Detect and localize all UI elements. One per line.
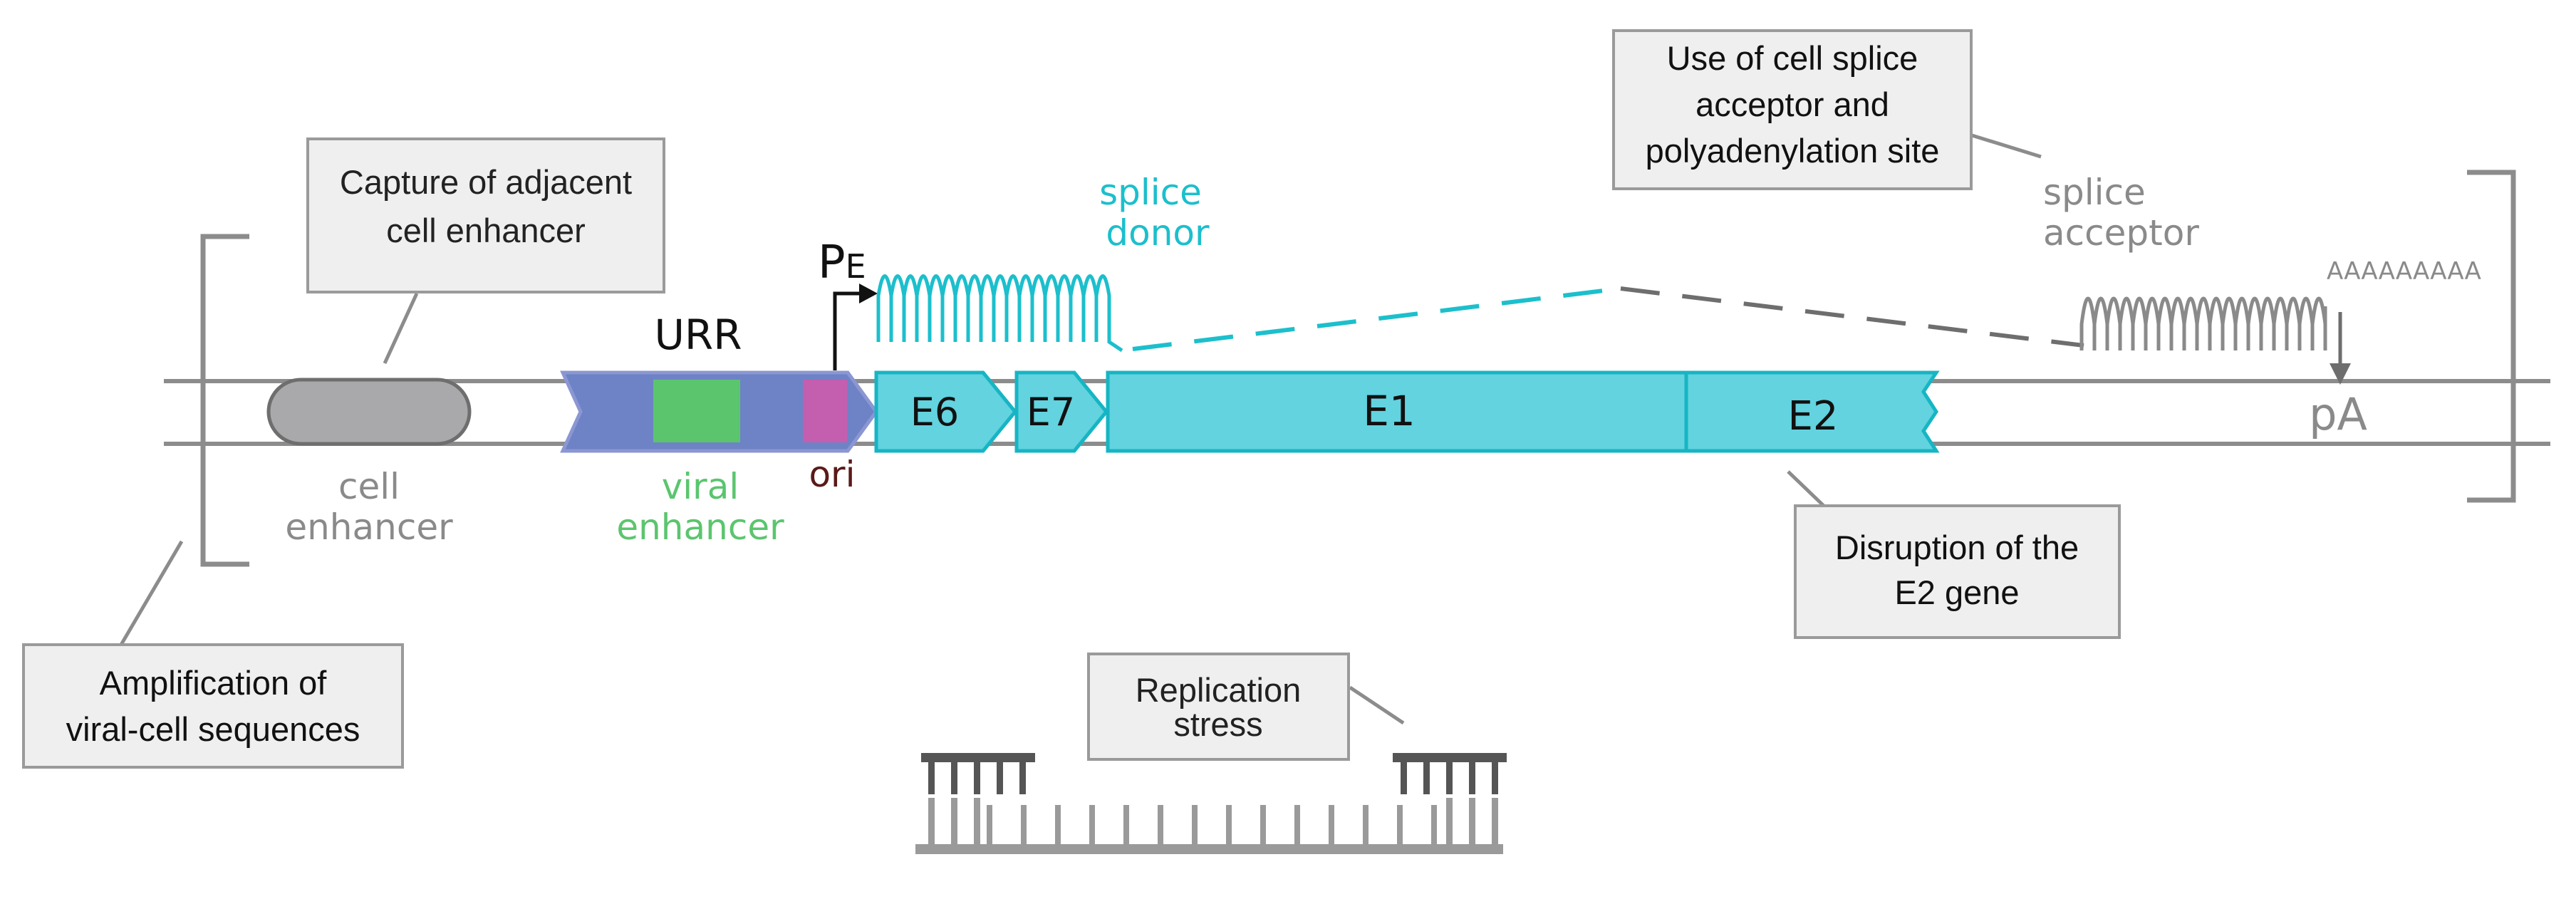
viral-genes: E6 E7 E1 E2: [874, 370, 1940, 453]
callout-splice-line1: Use of cell splice: [1667, 39, 1918, 77]
amplification-right-bracket: [2467, 170, 2516, 503]
replication-right-fork-rung: [1492, 762, 1498, 794]
promoter-arrow-stem: [833, 291, 861, 370]
callout-amplification-line2: viral-cell sequences: [66, 710, 360, 748]
replication-bottom-strand: [915, 844, 1503, 854]
viral-enhancer-block: [653, 380, 740, 442]
gene-e6-arrow: [874, 370, 1018, 453]
replication-rung: [1158, 805, 1163, 844]
replication-rung: [1260, 805, 1266, 844]
replication-right-fork-rung: [1401, 762, 1407, 794]
splice-acceptor-label-line2: acceptor: [2043, 212, 2199, 254]
cell-enhancer-label-line2: enhancer: [285, 506, 453, 548]
viral-enhancer-label-line2: enhancer: [616, 506, 784, 548]
callout-box: [1612, 29, 1973, 190]
ori-block: [803, 380, 847, 442]
splice-acceptor-wave: [2079, 296, 2327, 350]
gene-e2-truncated: [1684, 370, 1940, 453]
replication-rung: [987, 805, 992, 844]
replication-left-fork-strand: [921, 753, 1035, 762]
callout-box: [1087, 653, 1350, 761]
callout-e2-line1: Disruption of the: [1835, 529, 2079, 566]
e2-disruption-callout-leader: [1787, 470, 1825, 507]
splice-callout-leader: [1971, 133, 2042, 159]
splice-junction-cellular: [1620, 286, 2084, 348]
amplification-left-bracket: [200, 234, 249, 567]
splice-donor-label-line1: splice: [1099, 172, 1202, 213]
polya-tail-label: AAAAAAAAA: [2327, 257, 2481, 286]
replication-rung: [1363, 805, 1368, 844]
replication-left-fork-lower-rung: [951, 798, 957, 844]
replication-right-fork-lower-rung: [1492, 798, 1498, 844]
callout-splice-line2: acceptor and: [1695, 85, 1889, 123]
callout-amplification: Amplification of viral-cell sequences: [22, 643, 404, 769]
splice-junction-viral: [1132, 286, 1621, 351]
gene-e2-label: E2: [1787, 393, 1838, 440]
replication-right-fork-lower-rung: [1469, 798, 1475, 844]
splice-donor-wave: [876, 274, 1123, 353]
promoter-label-sub: E: [846, 247, 866, 286]
callout-amplification-line1: Amplification of: [100, 664, 328, 702]
cell-enhancer-label-line1: cell: [338, 466, 400, 507]
replication-rung: [1123, 805, 1129, 844]
pa-label: pA: [2309, 388, 2367, 440]
splice-donor-label-line2: donor: [1106, 212, 1210, 254]
replication-rung: [1192, 805, 1198, 844]
callout-replication-stress: Replication stress: [1087, 653, 1350, 761]
capture-callout-leader: [383, 292, 419, 365]
replication-rung: [1226, 805, 1232, 844]
callout-splice-line3: polyadenylation site: [1646, 132, 1940, 170]
cell-enhancer-shape: [266, 378, 472, 446]
replication-rung: [1055, 805, 1061, 844]
replication-left-fork-rung: [997, 762, 1003, 794]
polya-site-arrow-head: [2330, 363, 2351, 385]
replication-left-fork-rung: [951, 762, 957, 794]
callout-splice-acceptor-use: Use of cell splice acceptor and polyaden…: [1612, 29, 1973, 190]
callout-capture-enhancer: Capture of adjacent cell enhancer: [306, 137, 665, 293]
callout-e2-disruption: Disruption of the E2 gene: [1794, 504, 2121, 639]
urr-label: URR: [654, 311, 742, 359]
callout-e2-line2: E2 gene: [1894, 573, 2019, 611]
gene-e1-label: E1: [1363, 387, 1416, 435]
replication-right-fork-rung: [1469, 762, 1475, 794]
callout-box: [22, 643, 404, 769]
ori-label: ori: [809, 454, 855, 495]
replication-rung: [1021, 805, 1027, 844]
gene-e6-label: E6: [910, 390, 959, 435]
callout-capture-line1: Capture of adjacent: [340, 163, 632, 201]
replication-right-fork-strand: [1393, 753, 1507, 762]
replication-rung: [1431, 805, 1437, 844]
callout-replication-line1: Replication: [1136, 671, 1302, 709]
promoter-arrow-head: [859, 284, 878, 303]
amplification-callout-leader: [119, 540, 184, 646]
replication-right-fork-rung: [1446, 762, 1453, 794]
callout-box: [1794, 504, 2121, 639]
replication-left-fork-rung: [1019, 762, 1026, 794]
replication-left-fork-rung: [974, 762, 980, 794]
replication-left-fork-lower-rung: [928, 798, 935, 844]
callout-capture-line2: cell enhancer: [386, 212, 586, 249]
splice-acceptor-label-line1: splice: [2043, 172, 2146, 213]
replication-stress-dna: [915, 753, 1507, 854]
replication-rung: [1089, 805, 1095, 844]
gene-e7-arrow: [1014, 370, 1109, 453]
replication-left-fork-lower-rung: [974, 798, 980, 844]
callout-box: [306, 137, 665, 293]
gene-e7-label: E7: [1027, 390, 1075, 435]
promoter-label: PE: [818, 237, 866, 289]
replication-rung: [1397, 805, 1403, 844]
replication-rung: [1294, 805, 1300, 844]
callout-replication-line2: stress: [1173, 705, 1262, 743]
replication-callout-leader: [1349, 685, 1405, 725]
replication-right-fork-rung: [1423, 762, 1430, 794]
replication-left-fork-rung: [928, 762, 935, 794]
promoter-label-main: P: [818, 237, 846, 289]
replication-rung: [1329, 805, 1334, 844]
replication-right-fork-lower-rung: [1446, 798, 1453, 844]
viral-enhancer-label-line1: viral: [662, 466, 739, 507]
